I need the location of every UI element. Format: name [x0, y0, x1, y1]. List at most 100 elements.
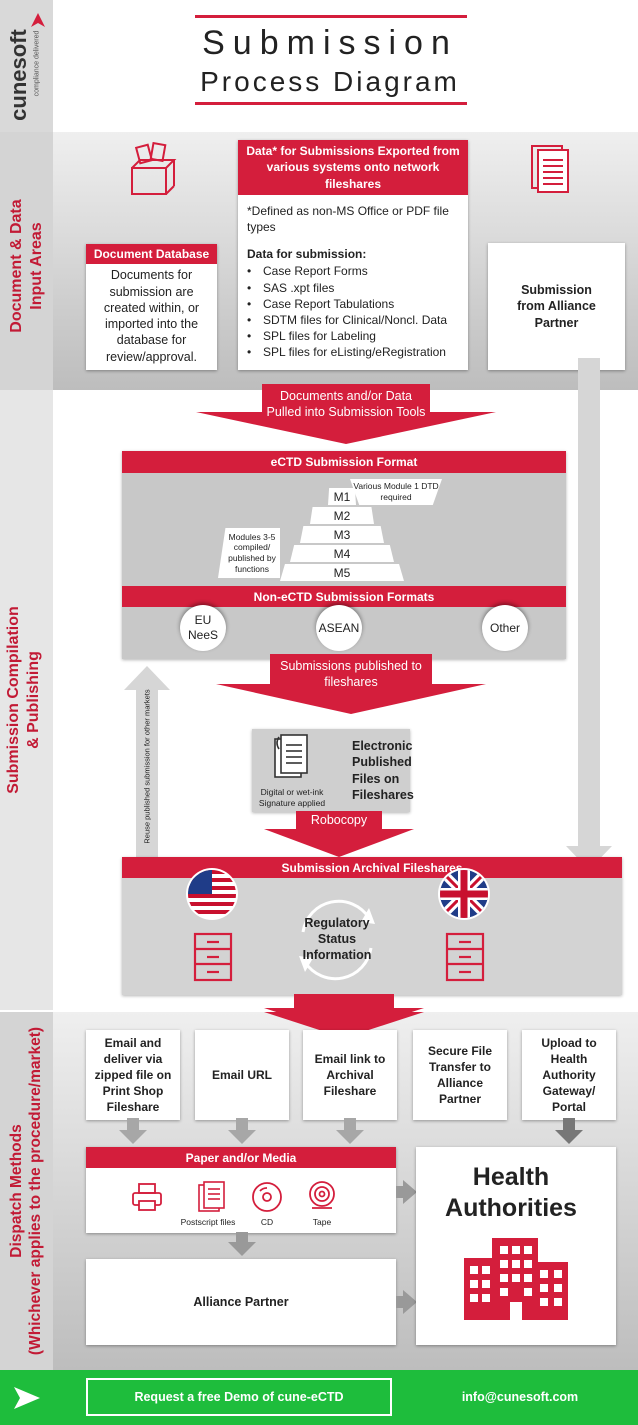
title-top-rule: [195, 15, 467, 18]
list-item: Case Report Tabulations: [247, 296, 464, 312]
reuse-arrowhead: [124, 666, 170, 690]
right-arrow-stem: [396, 1296, 404, 1308]
document-database-text: Documents for submission are created wit…: [103, 268, 200, 364]
data-for-submissions-title: Data* for Submissions Exported from vari…: [238, 140, 468, 195]
logo: cunesoft compliance delivered: [0, 0, 53, 132]
m1-note: Various Module 1 DTD required: [350, 479, 442, 505]
module-label: M5: [333, 566, 351, 580]
printer-icon: [132, 1183, 162, 1211]
document-database-title: Document Database: [86, 244, 217, 264]
down-arrow-stem: [563, 1118, 575, 1132]
format-eu-nees: EU NeeS: [180, 605, 226, 651]
down-arrow-head: [228, 1130, 256, 1144]
arrow-pulled-into-tools: Documents and/or Data Pulled into Submis…: [196, 384, 496, 444]
dispatch-method-card: Upload to Health Authority Gateway/ Port…: [522, 1030, 616, 1120]
document-database-card: Document Database Documents for submissi…: [86, 244, 217, 370]
media-label: Tape: [312, 1217, 332, 1227]
media-label: CD: [260, 1217, 274, 1227]
cd-icon: [252, 1182, 282, 1212]
logo-strip: [0, 0, 53, 132]
module-label: M2: [333, 509, 351, 523]
signed-document-icon: [274, 734, 308, 778]
module-label: M3: [333, 528, 351, 542]
request-demo-button[interactable]: Request a free Demo of cune-eCTD: [86, 1378, 392, 1416]
reuse-flow-line: [136, 689, 158, 859]
pyramid-level-m5: [280, 564, 404, 581]
m35-note: Modules 3-5 compiled/ published by funct…: [218, 528, 280, 578]
pyramid-level-m2: [310, 507, 374, 524]
robocopy-label: Robocopy: [310, 813, 368, 827]
alliance-flow-line: [578, 358, 600, 848]
package-icon: [131, 142, 177, 195]
pyramid-level-m3: [300, 526, 384, 543]
building-icon: [464, 1238, 568, 1320]
pyramid-level-m1: [328, 488, 356, 505]
down-arrow-stem: [127, 1118, 139, 1132]
dispatch-method-card: Email URL: [195, 1030, 289, 1120]
filing-cabinet-icon: [193, 932, 233, 982]
alliance-partner-card: Alliance Partner: [86, 1259, 396, 1345]
input-label-strip: [0, 132, 53, 390]
page-title: Submission: [202, 23, 458, 62]
sync-cycle-icon: [299, 899, 375, 981]
non-ectd-title: Non-eCTD Submission Formats: [122, 586, 566, 607]
contact-email-link[interactable]: info@cunesoft.com: [461, 1390, 579, 1404]
format-asean: ASEAN: [316, 605, 362, 651]
postscript-document-icon: [198, 1181, 225, 1212]
document-stack-icon: [531, 145, 569, 193]
format-other: Other: [482, 605, 528, 651]
ectd-title: eCTD Submission Format: [122, 451, 566, 473]
filing-cabinet-icon: [445, 932, 485, 982]
list-item: SPL files for eListing/eRegistration: [247, 344, 464, 360]
arrow-to-dispatch-overlay: [264, 1012, 424, 1038]
dispatch-method-card: Email link to Archival Fileshare: [303, 1030, 397, 1120]
signature-text: Digital or wet-ink Signature applied: [258, 787, 326, 808]
logo-tagline: compliance delivered: [33, 30, 41, 97]
arrow-pulled-into-tools-text: Documents and/or Data Pulled into Submis…: [266, 388, 426, 419]
us-flag-icon: [186, 868, 238, 920]
right-arrow-stem: [396, 1186, 404, 1198]
down-arrow-head: [336, 1130, 364, 1144]
down-arrow-head: [228, 1242, 256, 1256]
title-bottom-rule: [195, 102, 467, 105]
logo-text: cunesoft: [6, 29, 31, 121]
logo-arrow-icon: [31, 13, 45, 27]
data-list-title: Data for submission:: [247, 247, 367, 262]
send-arrow-icon: [14, 1387, 40, 1409]
alliance-submission-card: Submission from Alliance Partner: [488, 243, 625, 370]
list-item: SAS .xpt files: [247, 280, 464, 296]
regulatory-status-text: Regulatory Status Information: [302, 915, 372, 963]
pyramid-level-m4: [290, 545, 394, 562]
media-label: Postscript files: [180, 1217, 236, 1227]
reuse-text: Reuse published submission for other mar…: [142, 689, 152, 844]
data-note: *Defined as non-MS Office or PDF file ty…: [247, 204, 449, 235]
archival-title: Submission Archival Fileshares: [122, 857, 622, 878]
section-label-dispatch: Dispatch Methods (Whichever applies to t…: [8, 1026, 45, 1356]
compilation-label-strip: [0, 390, 53, 1010]
module-label: M1: [333, 490, 351, 504]
list-item: SPL files for Labeling: [247, 328, 464, 344]
list-item: Case Report Forms: [247, 263, 464, 279]
electronic-files-text: Electronic Published Files on Fileshares: [352, 739, 414, 802]
down-arrow-head: [119, 1130, 147, 1144]
data-list: Case Report Forms SAS .xpt files Case Re…: [238, 261, 468, 360]
module-label: M4: [333, 547, 351, 561]
section-label-input: Document & Data Input Areas: [8, 199, 45, 333]
data-for-submissions-card: Data* for Submissions Exported from vari…: [238, 140, 468, 370]
tape-icon: [309, 1181, 335, 1209]
dispatch-method-card: Email and deliver via zipped file on Pri…: [86, 1030, 180, 1120]
dispatch-method-card: Secure File Transfer to Alliance Partner: [413, 1030, 507, 1120]
right-arrow-head: [403, 1290, 417, 1314]
right-arrow-head: [403, 1180, 417, 1204]
down-arrow-head: [555, 1130, 583, 1144]
down-arrow-stem: [236, 1118, 248, 1132]
robocopy-arrow: Robocopy: [264, 811, 414, 857]
dispatch-label-strip: [0, 1012, 53, 1370]
down-arrow-stem: [344, 1118, 356, 1132]
arrow-published-text: Submissions published to fileshares: [280, 658, 422, 689]
down-arrow-stem: [236, 1232, 248, 1244]
paper-media-title: Paper and/or Media: [86, 1147, 396, 1168]
list-item: SDTM files for Clinical/Noncl. Data: [247, 312, 464, 328]
arrow-published-to-fileshares: Submissions published to fileshares: [216, 654, 486, 714]
